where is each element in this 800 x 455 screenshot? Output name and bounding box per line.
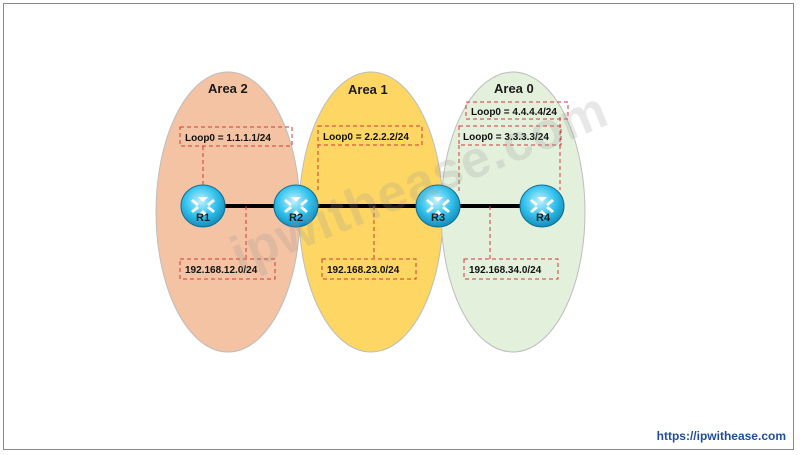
subnet-r3-r4-text: 192.168.34.0/24 <box>469 265 542 276</box>
loopback-r1-text: Loop0 = 1.1.1.1/24 <box>185 133 271 144</box>
subnet-r2-r3-box <box>321 258 417 280</box>
subnet-r3-r4-box <box>463 258 559 280</box>
router-r3[interactable]: R3 <box>415 184 461 228</box>
loopback-r3-box <box>458 125 562 146</box>
annotation-connectors <box>202 117 561 259</box>
loopback-r2-text: Loop0 = 2.2.2.2/24 <box>323 132 409 143</box>
router-r4-label: R4 <box>536 212 551 224</box>
router-r2[interactable]: R2 <box>273 184 319 228</box>
area-0-label: Area 0 <box>494 81 534 96</box>
loopback-r2-box <box>317 125 423 146</box>
router-r3-label: R3 <box>431 212 445 224</box>
router-r1[interactable]: R1 <box>180 184 226 228</box>
site-url-link[interactable]: https://ipwithease.com <box>656 429 786 443</box>
loopback-r4-text: Loop0 = 4.4.4.4/24 <box>471 107 557 118</box>
area-1-label: Area 1 <box>348 82 388 97</box>
router-r1-label: R1 <box>196 212 210 224</box>
subnet-r2-r3-text: 192.168.23.0/24 <box>327 265 400 276</box>
loopback-r4-box <box>465 101 569 120</box>
area-2-label: Area 2 <box>208 81 248 96</box>
subnet-r1-r2-box <box>179 258 276 280</box>
router-r2-label: R2 <box>289 212 303 224</box>
subnet-r1-r2-text: 192.168.12.0/24 <box>185 265 258 276</box>
loopback-r3-text: Loop0 = 3.3.3.3/24 <box>463 132 549 143</box>
router-r4[interactable]: R4 <box>519 184 565 228</box>
loopback-r1-box <box>179 126 293 147</box>
